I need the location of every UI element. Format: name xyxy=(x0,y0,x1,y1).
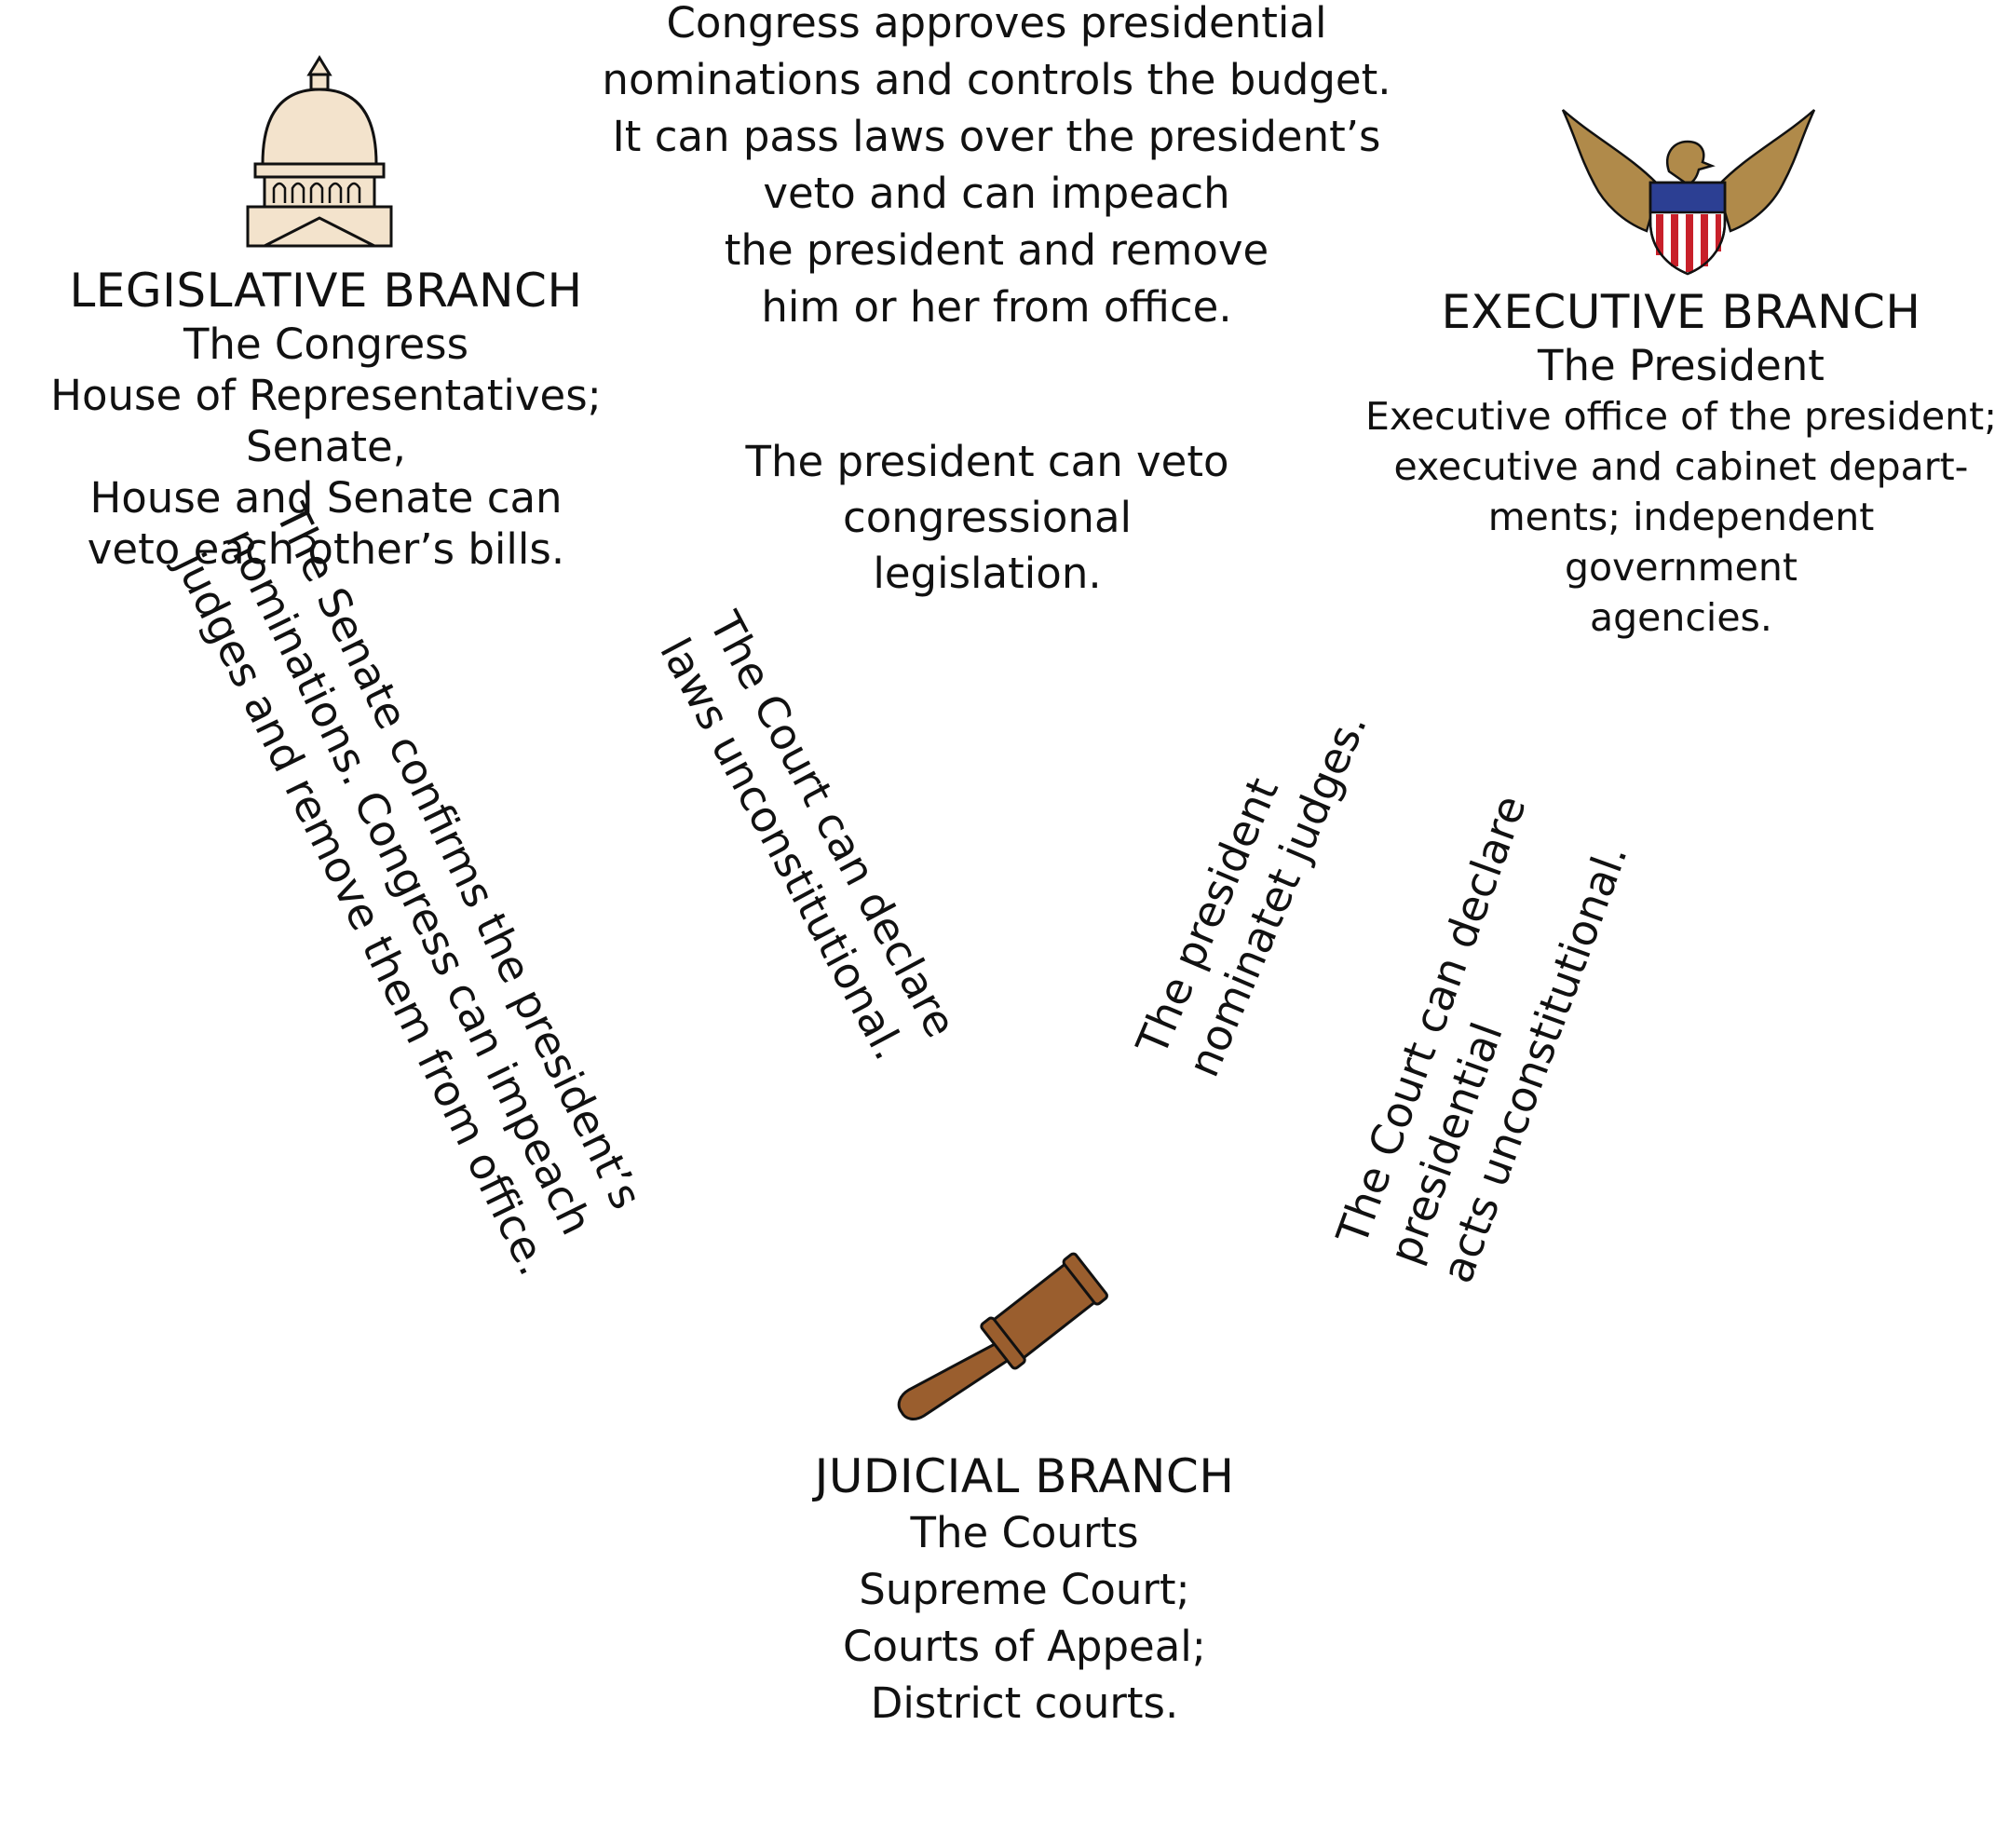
legislative-subtitle: The Congress xyxy=(183,319,469,369)
executive-line: ments; independent xyxy=(1487,495,1875,539)
judicial-line: District courts. xyxy=(870,1678,1179,1728)
capitol-dome-icon xyxy=(246,55,393,248)
judicial-line: Courts of Appeal; xyxy=(843,1622,1206,1671)
executive-line: agencies. xyxy=(1590,595,1772,640)
check-line: the president and remove xyxy=(724,225,1269,275)
judicial-subtitle: The Courts xyxy=(910,1508,1139,1557)
judicial-line: Supreme Court; xyxy=(859,1565,1190,1614)
executive-title: EXECUTIVE BRANCH xyxy=(1441,285,1921,339)
check-line: nominations. Congress can impeach xyxy=(215,520,603,1243)
legislative-branch: LEGISLATIVE BRANCH The Congress House of… xyxy=(28,263,624,575)
check-line: him or her from office. xyxy=(761,282,1232,332)
check-line: veto and can impeach xyxy=(763,169,1230,218)
check-president-veto: The president can veto congressional leg… xyxy=(689,434,1285,602)
check-court-acts: The Court can declare presidential acts … xyxy=(1324,778,1648,1290)
executive-line: Executive office of the president; xyxy=(1364,394,1998,439)
executive-branch: EXECUTIVE BRANCH The President Executive… xyxy=(1341,284,2008,643)
legislative-line: House and Senate can xyxy=(89,473,563,523)
check-line: legislation. xyxy=(873,549,1102,598)
judicial-branch: JUDICIAL BRANCH The Courts Supreme Court… xyxy=(726,1448,1323,1732)
check-congress-over-president: Congress approves presidential nominatio… xyxy=(568,0,1425,335)
legislative-line: House of Representatives; xyxy=(50,371,602,420)
judicial-title: JUDICIAL BRANCH xyxy=(814,1449,1235,1503)
eagle-shield-icon xyxy=(1561,109,1816,276)
executive-subtitle: The President xyxy=(1538,341,1825,390)
check-president-nominates: The president nominatet judges. xyxy=(1124,681,1380,1084)
check-line: The president can veto xyxy=(745,437,1229,486)
gavel-icon xyxy=(897,1252,1108,1420)
check-line: It can pass laws over the president’s xyxy=(612,112,1381,161)
legislative-title: LEGISLATIVE BRANCH xyxy=(69,264,583,318)
legislative-line: Senate, xyxy=(246,422,406,471)
check-line: Congress approves presidential xyxy=(666,0,1327,48)
check-line: congressional xyxy=(842,493,1133,542)
executive-line: executive and cabinet depart- xyxy=(1393,444,1969,489)
check-senate-confirms: The Senate confirms the president’s nomi… xyxy=(163,495,722,1406)
legislative-line: veto each other’s bills. xyxy=(87,524,565,574)
executive-line: government xyxy=(1565,545,1798,590)
check-court-laws: The Court can declare laws unconstitutio… xyxy=(648,603,992,1116)
check-line: nominations and controls the budget. xyxy=(602,55,1391,104)
